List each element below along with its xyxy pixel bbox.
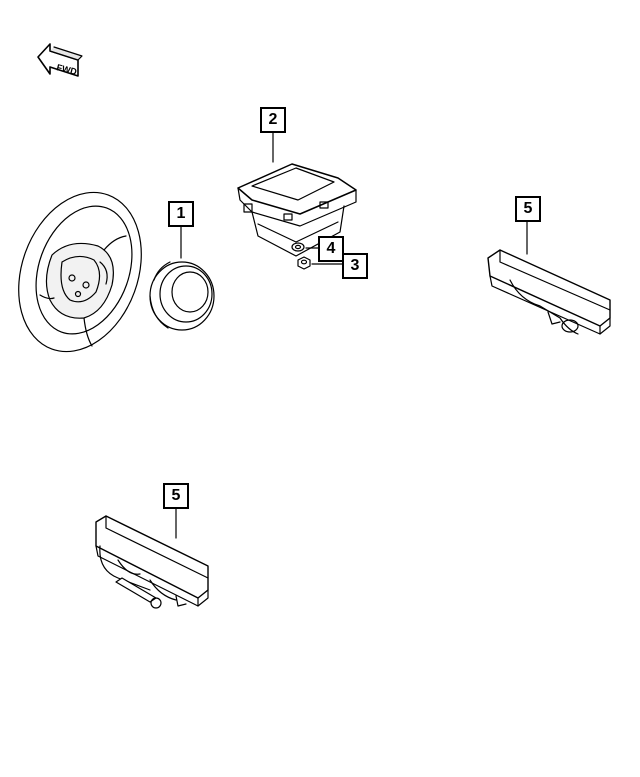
nut-illustration bbox=[297, 256, 343, 270]
forward-arrow-icon: FWD bbox=[37, 43, 83, 77]
callout-4: 4 bbox=[318, 236, 344, 262]
fwd-label: FWD bbox=[56, 62, 79, 77]
callout-3: 3 bbox=[342, 253, 368, 279]
knee-airbag-left-illustration bbox=[95, 508, 209, 609]
driver-airbag-module bbox=[149, 225, 215, 331]
callout-1: 1 bbox=[168, 201, 194, 227]
knee-airbag-right-illustration bbox=[487, 221, 611, 335]
steering-wheel-illustration bbox=[18, 191, 142, 353]
callout-5b: 5 bbox=[163, 483, 189, 509]
washer-illustration bbox=[291, 242, 319, 252]
callout-5a: 5 bbox=[515, 196, 541, 222]
callout-2: 2 bbox=[260, 107, 286, 133]
passenger-airbag-module bbox=[237, 132, 357, 257]
